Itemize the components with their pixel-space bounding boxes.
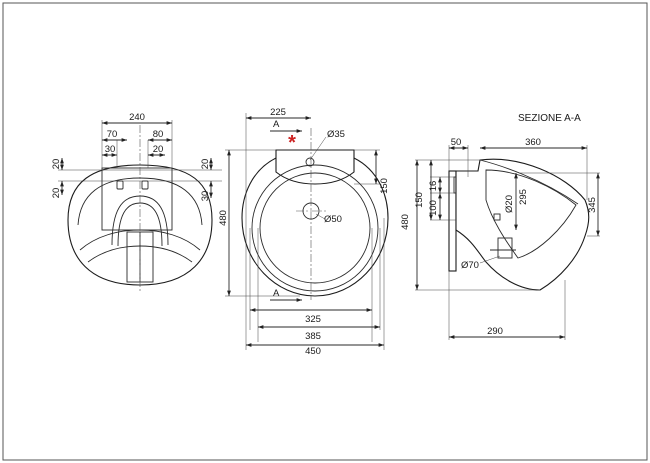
section-title: SEZIONE A-A bbox=[518, 113, 581, 124]
dim-front-left-20-top: 20 bbox=[51, 159, 62, 170]
dim-section-hole-70: Ø70 bbox=[461, 260, 479, 271]
dim-section-480: 480 bbox=[400, 214, 411, 230]
dim-top-480: 480 bbox=[218, 210, 229, 226]
dim-section-345: 345 bbox=[587, 197, 598, 213]
dim-section-295: 295 bbox=[518, 189, 529, 205]
dim-front-20: 20 bbox=[153, 144, 164, 155]
section-hole-20 bbox=[493, 213, 501, 221]
dim-front-right-30: 30 bbox=[200, 191, 211, 202]
section-bowl-lip bbox=[479, 159, 579, 205]
dim-section-16: 16 bbox=[428, 181, 439, 192]
dim-front-left-20-bottom: 20 bbox=[51, 188, 62, 199]
section-marker-top: A bbox=[273, 119, 280, 130]
section-marker-bottom: A bbox=[273, 288, 280, 299]
top-view-bowl-inner bbox=[259, 172, 371, 284]
top-view: A A * 225 Ø35 Ø50 480 150 325 3 bbox=[218, 107, 390, 357]
section-drain bbox=[497, 237, 513, 259]
section-wall-plate bbox=[448, 170, 457, 272]
dim-top-385: 385 bbox=[305, 331, 321, 342]
dim-section-150: 150 bbox=[414, 192, 425, 208]
dim-section-100: 100 bbox=[428, 200, 439, 216]
top-view-outer-rim bbox=[241, 157, 389, 297]
dim-section-360: 360 bbox=[525, 137, 541, 148]
dim-top-150: 150 bbox=[379, 178, 390, 194]
dim-top-325: 325 bbox=[305, 314, 321, 325]
top-view-hole-35 bbox=[305, 157, 315, 167]
dim-section-hole-20: Ø20 bbox=[504, 195, 515, 213]
front-view: 240 70 80 30 20 20 20 20 30 bbox=[51, 112, 222, 292]
red-asterisk-marker-icon: * bbox=[288, 132, 296, 154]
dim-top-450: 450 bbox=[305, 346, 321, 357]
section-view: SEZIONE A-A 50 360 bbox=[400, 113, 600, 340]
dim-front-70: 70 bbox=[107, 129, 118, 140]
dim-top-hole-50: Ø50 bbox=[324, 214, 342, 225]
dim-section-290: 290 bbox=[487, 326, 503, 337]
dim-front-240: 240 bbox=[129, 112, 145, 123]
dim-front-right-20: 20 bbox=[200, 159, 211, 170]
top-view-back-wall bbox=[275, 149, 355, 185]
section-bowl-inner bbox=[485, 169, 577, 259]
dim-front-80: 80 bbox=[153, 129, 164, 140]
dim-top-225: 225 bbox=[270, 107, 286, 118]
dim-section-50: 50 bbox=[451, 137, 462, 148]
dim-front-30: 30 bbox=[105, 144, 116, 155]
dim-top-hole-35: Ø35 bbox=[327, 129, 345, 140]
top-view-bowl-outer bbox=[251, 164, 379, 292]
